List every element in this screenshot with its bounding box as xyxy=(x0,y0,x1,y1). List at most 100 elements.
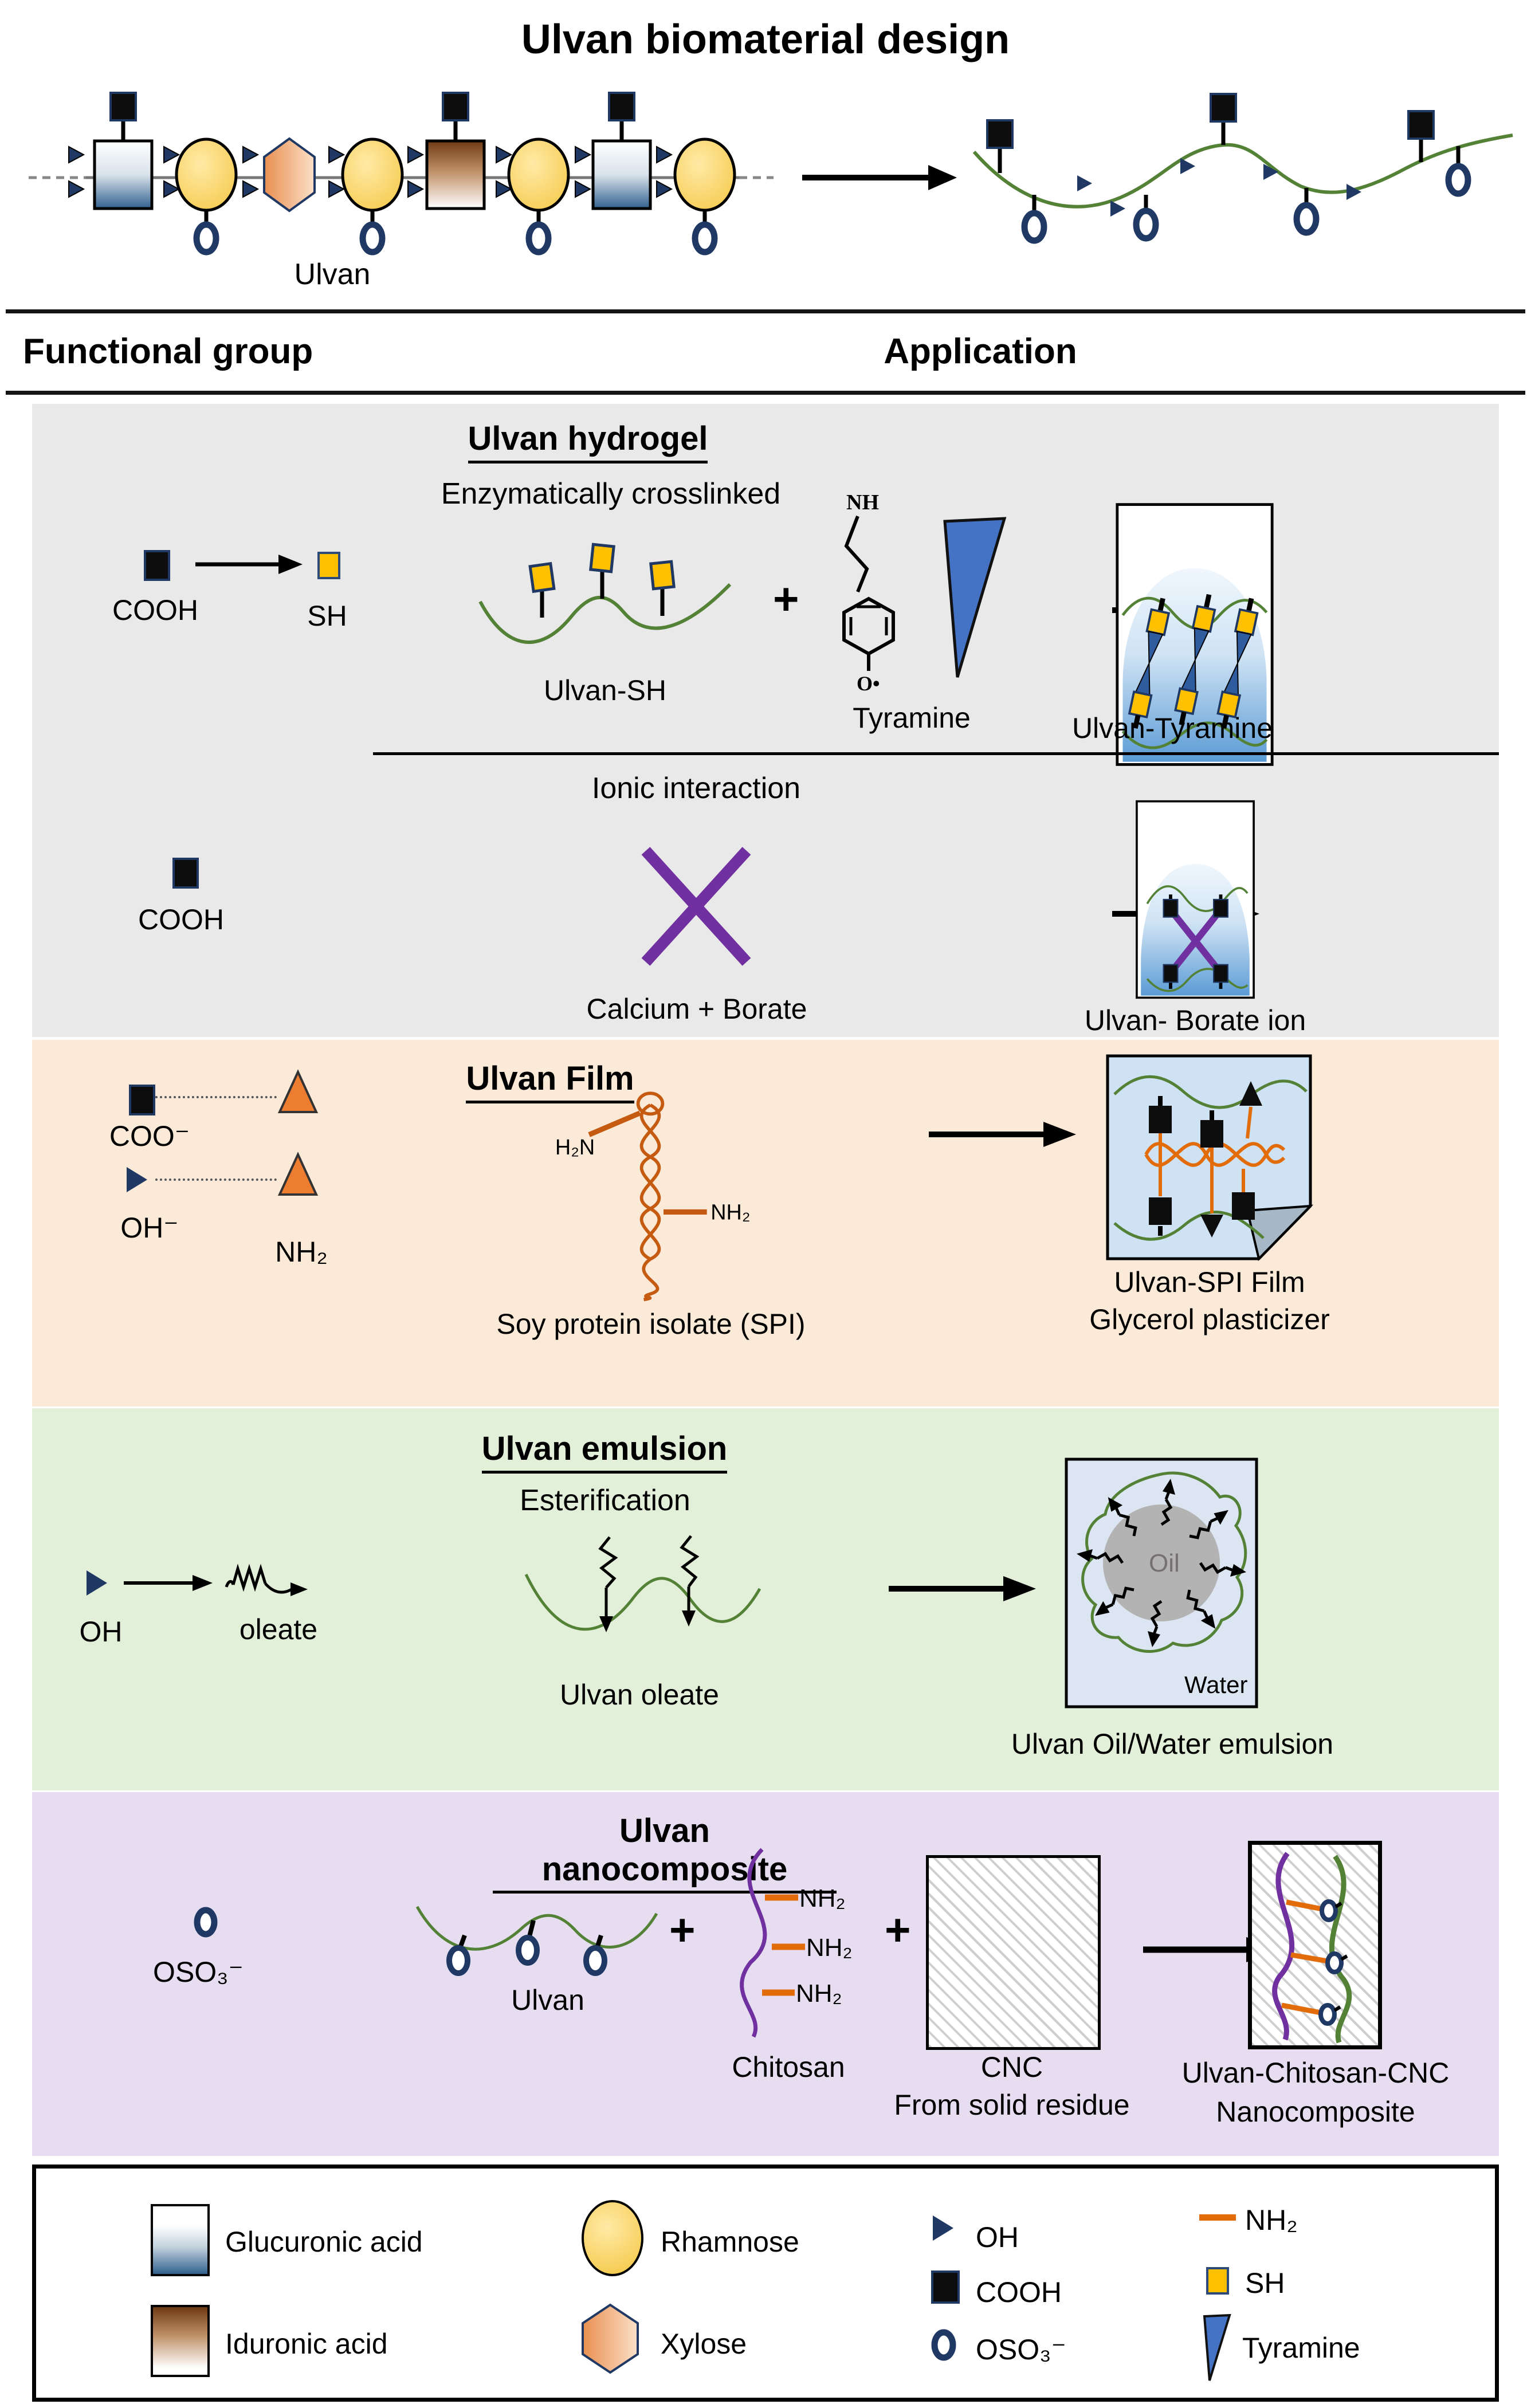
spi-h2n-label: H₂N xyxy=(555,1136,595,1160)
iduronic-acid-icon xyxy=(151,2305,210,2377)
nanocomposite-graphic xyxy=(1272,1852,1352,2044)
column-functional-group: Functional group xyxy=(23,332,313,371)
oso3-ring-icon xyxy=(1133,207,1159,242)
ionic-bond-dots xyxy=(155,1179,277,1181)
chitosan-structure: NH₂ NH₂ NH₂ xyxy=(740,1848,853,2038)
hydrogel-title: Ulvan hydrogel xyxy=(410,420,766,463)
tyramine-label: Tyramine xyxy=(853,702,971,734)
cnc-label: CNC xyxy=(980,2051,1043,2083)
oleate-label: oleate xyxy=(239,1613,318,1645)
ulvan-shell-curve xyxy=(1081,1471,1247,1653)
chitosan-nh2-label: NH₂ xyxy=(796,1979,842,2008)
tyramine-nh-label: NH xyxy=(846,490,879,514)
ulvan-label: Ulvan xyxy=(511,1984,584,2016)
oso3-ring-icon xyxy=(1445,163,1471,197)
arrow-icon xyxy=(929,1122,1076,1147)
legend-xylose-label: Xylose xyxy=(661,2328,747,2360)
ulvan-borate-label: Ulvan- Borate ion xyxy=(1084,1004,1306,1036)
ulvan-backbone-curve xyxy=(972,133,1513,209)
oso3-ring-icon xyxy=(1021,210,1047,244)
oso3-label: OSO₃⁻ xyxy=(153,1956,244,1988)
legend-rhamnose-label: Rhamnose xyxy=(661,2226,799,2258)
legend-cooh-label: COOH xyxy=(976,2276,1062,2308)
ulvan-spi-film-box xyxy=(1106,1054,1314,1261)
cooh-square-icon xyxy=(608,92,635,121)
divider xyxy=(6,391,1525,395)
oh-triangle-icon xyxy=(87,1570,107,1596)
section-film: Ulvan Film COO⁻ OH⁻ NH₂ H₂N NH₂ Soy prot… xyxy=(32,1040,1499,1407)
hydrogel-method-enzymatic: Enzymatically crosslinked xyxy=(441,477,781,510)
oh-triangle-icon xyxy=(1263,164,1278,180)
ulvan-sh-graphic xyxy=(478,543,732,644)
oh-triangle-icon xyxy=(127,1167,147,1192)
oh-triangle-icon xyxy=(1200,1215,1223,1238)
legend-oso3-label: OSO₃⁻ xyxy=(976,2334,1066,2366)
legend-nh2-label: NH₂ xyxy=(1245,2204,1298,2236)
emulsion-method: Esterification xyxy=(520,1484,690,1517)
ulvan-rings-graphic xyxy=(415,1906,658,1976)
oleate-squiggle-icon xyxy=(225,1564,308,1596)
rhamnose-icon xyxy=(507,138,570,212)
rhamnose-icon xyxy=(673,138,736,212)
cooh-square-icon xyxy=(1232,1192,1255,1220)
ulvan-tyramine-label: Ulvan-Tyramine xyxy=(1071,712,1273,744)
oh-triangle-icon xyxy=(933,2215,953,2241)
arrow-icon xyxy=(889,1576,1036,1601)
ulvan-chain-graphic xyxy=(29,92,1513,256)
nh2-triangle-icon xyxy=(277,1069,319,1113)
chain-label: Ulvan xyxy=(294,258,371,291)
oso3-ring-icon xyxy=(1293,202,1320,236)
oso3-ring-icon xyxy=(692,221,718,256)
hydrogel-method-ionic: Ionic interaction xyxy=(591,772,801,805)
cooh-square-icon xyxy=(109,92,137,121)
oil-label: Oil xyxy=(1149,1549,1180,1577)
chitosan-nh2-label: NH₂ xyxy=(806,1934,853,1962)
iduronic-acid-icon xyxy=(425,139,486,210)
xylose-icon xyxy=(263,137,316,213)
plus-sign: + xyxy=(669,1904,696,1955)
sh-square-icon xyxy=(317,552,340,579)
nh2-label: NH₂ xyxy=(275,1236,328,1268)
cooh-square-icon xyxy=(442,92,469,121)
column-application: Application xyxy=(884,332,1077,371)
ulvan-spi-film-label: Ulvan-SPI Film xyxy=(1114,1266,1305,1298)
legend-tyramine-label: Tyramine xyxy=(1242,2332,1360,2364)
divider xyxy=(6,309,1525,313)
legend-sh-label: SH xyxy=(1245,2267,1285,2299)
page-title: Ulvan biomaterial design xyxy=(521,17,1010,62)
cooh-square-icon xyxy=(172,858,199,889)
chitosan-label: Chitosan xyxy=(732,2051,845,2083)
tyramine-wedge-icon xyxy=(943,517,1007,678)
cnc-block xyxy=(926,1855,1101,2050)
spi-label: Soy protein isolate (SPI) xyxy=(496,1308,806,1340)
rhamnose-icon xyxy=(582,2200,643,2276)
nh2-triangle-icon xyxy=(277,1152,319,1196)
cooh-label: COOH xyxy=(138,904,224,936)
film-title: Ulvan Film xyxy=(407,1060,693,1103)
glucuronic-acid-icon xyxy=(93,139,154,210)
cooh-label: COOH xyxy=(112,594,198,626)
coo-label: COO⁻ xyxy=(109,1120,190,1152)
cooh-square-icon xyxy=(1200,1120,1223,1148)
oh-minus-label: OH⁻ xyxy=(120,1212,179,1244)
cooh-square-icon xyxy=(1149,1106,1172,1133)
tyramine-structure: NH O• xyxy=(842,490,895,695)
ionic-bond-dots xyxy=(155,1096,277,1098)
oh-triangle-icon xyxy=(1180,158,1195,174)
oh-triangle-icon xyxy=(1347,184,1361,200)
oso3-ring-icon xyxy=(359,221,386,256)
oso3-ring-icon xyxy=(525,221,552,256)
ulvan-borate-box xyxy=(1136,800,1255,999)
nh2-dash-icon xyxy=(1199,2214,1236,2221)
section-nanocomposite: Ulvan nanocomposite OSO₃⁻ Ulvan + NH₂ NH… xyxy=(32,1792,1499,2156)
calcium-borate-label: Calcium + Borate xyxy=(586,993,807,1025)
cooh-square-icon xyxy=(144,550,170,581)
plus-sign: + xyxy=(773,573,799,624)
sh-label: SH xyxy=(307,600,347,632)
tyramine-wedge-icon xyxy=(1203,2313,1231,2381)
glucuronic-acid-icon xyxy=(151,2204,210,2276)
oh-triangle-pairs xyxy=(68,146,673,198)
oso3-ring-icon xyxy=(931,2329,956,2361)
nanocomposite-label-2: Nanocomposite xyxy=(1216,2096,1415,2128)
